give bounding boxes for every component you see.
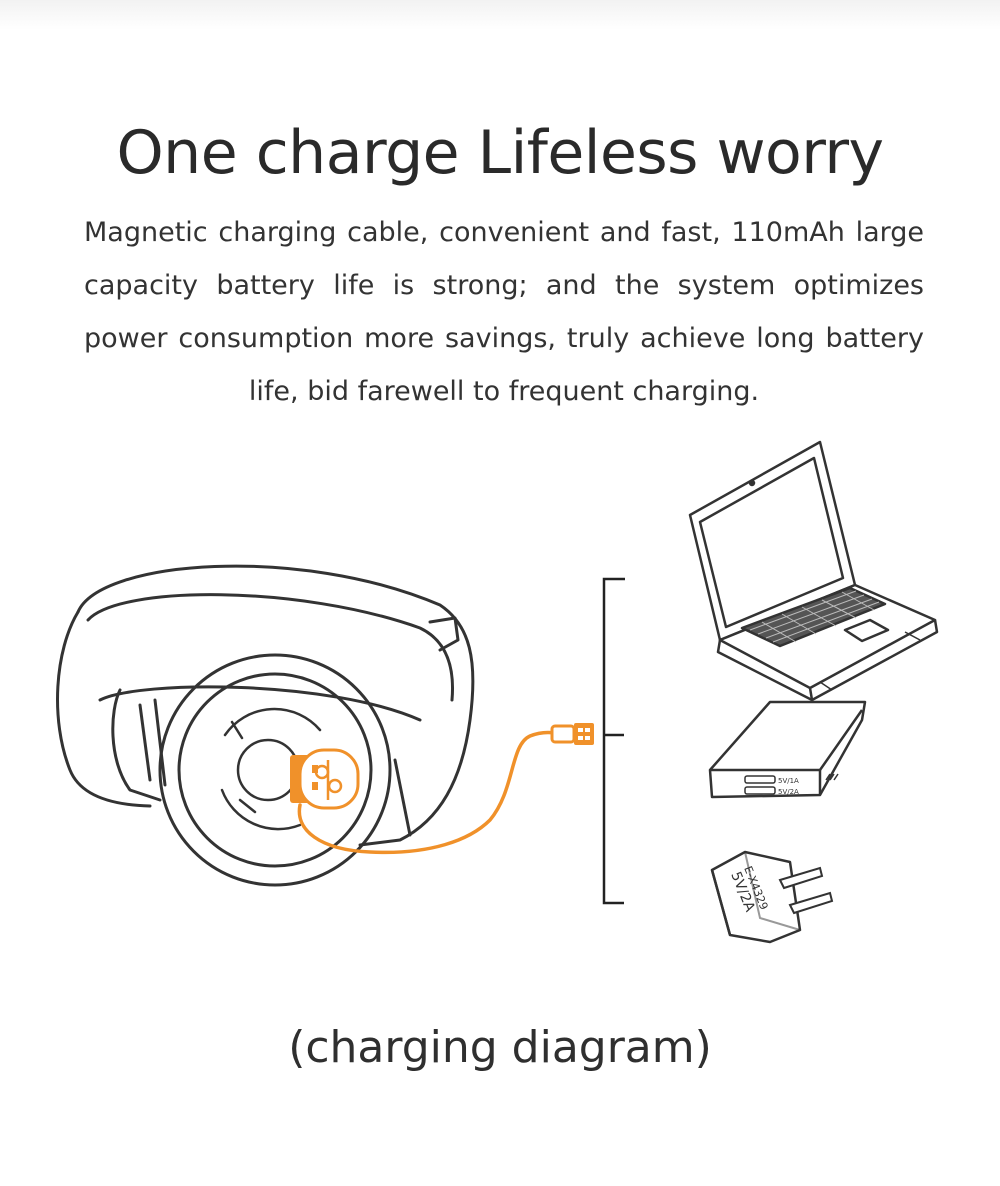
power-bank-port2-label: 5V/2A <box>778 788 799 796</box>
laptop-icon <box>688 440 939 702</box>
power-bank-icon: 5V/1A 5V/2A <box>708 700 867 799</box>
usb-plug-icon <box>550 723 594 745</box>
diagram-caption: (charging diagram) <box>288 1022 712 1073</box>
connection-bracket <box>602 577 625 905</box>
wall-adapter-icon: E-X4329 5V/2A <box>710 850 834 944</box>
headline: One charge Lifeless worry <box>116 118 884 188</box>
description: Magnetic charging cable, convenient and … <box>84 217 924 407</box>
charging-diagram: 5V/1A 5V/2A E-X4329 5V/2A <box>56 440 939 944</box>
power-bank-port1-label: 5V/1A <box>778 777 799 785</box>
smartwatch-icon <box>56 564 475 887</box>
charging-cable-icon <box>290 730 557 855</box>
top-fade <box>0 0 1000 30</box>
